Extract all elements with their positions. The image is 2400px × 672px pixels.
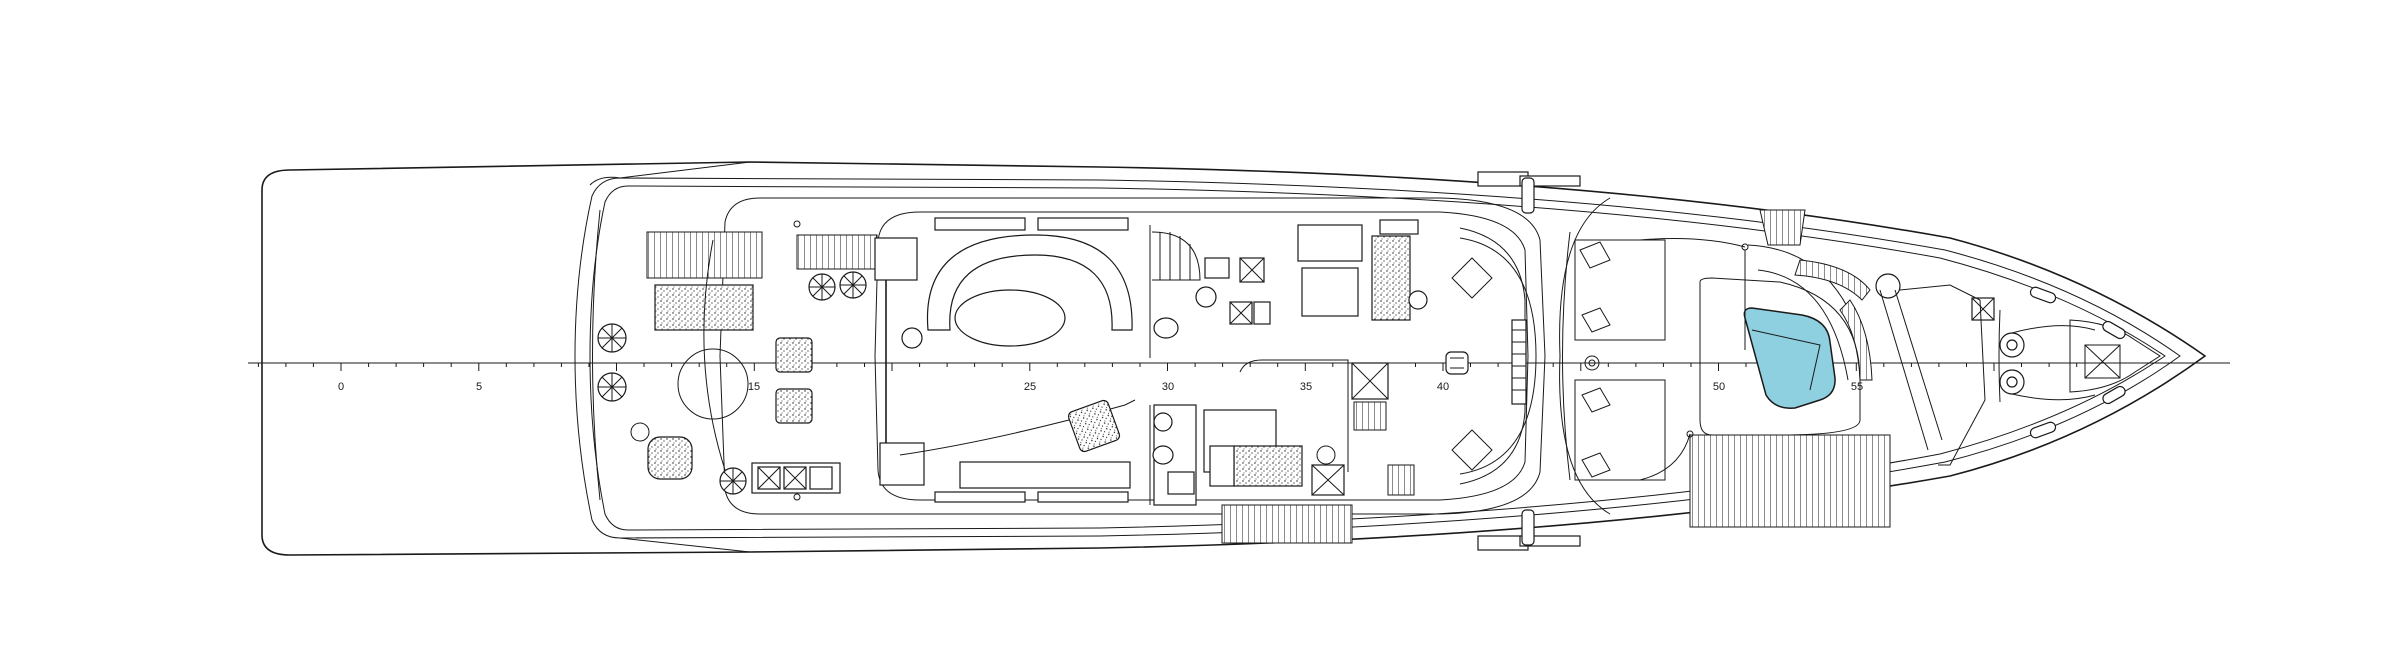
scale-label-0: 0 bbox=[338, 381, 344, 393]
armchair-icon bbox=[1067, 399, 1121, 453]
scale-label-40: 40 bbox=[1437, 381, 1449, 393]
office-room-2 bbox=[1301, 267, 1359, 317]
centerline-scale: 0 5 15 25 30 35 40 50 55 bbox=[248, 362, 2230, 393]
lounger-icon bbox=[1579, 241, 1611, 478]
side-stairs bbox=[1221, 504, 1353, 544]
bow bbox=[1998, 286, 2161, 439]
scale-label-35: 35 bbox=[1300, 381, 1312, 393]
anchor-windlass-icon bbox=[1999, 325, 2096, 401]
scale-label-25: 25 bbox=[1024, 381, 1036, 393]
scale-label-5: 5 bbox=[476, 381, 482, 393]
helm-chair-icon bbox=[1445, 351, 1469, 375]
armchair-icon bbox=[775, 337, 813, 373]
scale-label-55: 55 bbox=[1851, 381, 1863, 393]
aft-stairs-starboard bbox=[796, 234, 878, 270]
aft-round-table bbox=[677, 348, 749, 420]
foredeck bbox=[1559, 197, 1995, 528]
plant-icon bbox=[808, 273, 836, 301]
fore-deck-planking bbox=[1689, 434, 1891, 528]
scale-label-15: 15 bbox=[748, 381, 760, 393]
salon-coffee-table bbox=[954, 289, 1066, 347]
plant-icon bbox=[719, 467, 747, 495]
plant-icon bbox=[597, 372, 627, 402]
fore-stairs bbox=[1759, 209, 1806, 246]
center-rooms bbox=[1149, 219, 1428, 544]
pool-surround bbox=[1699, 277, 1861, 436]
plant-icon bbox=[839, 271, 867, 299]
armchair-icon bbox=[775, 388, 813, 424]
spiral-stairs bbox=[1151, 231, 1201, 281]
armchair-icon bbox=[647, 436, 693, 480]
wheelhouse bbox=[1445, 171, 1581, 551]
pool-water bbox=[1743, 307, 1836, 409]
salon-console bbox=[959, 461, 1131, 489]
cabin-bed bbox=[1233, 445, 1303, 487]
plant-icon bbox=[597, 323, 627, 353]
aft-deck bbox=[597, 220, 878, 501]
aft-stairs-port bbox=[646, 231, 763, 279]
scale-label-50: 50 bbox=[1713, 381, 1725, 393]
office-room-1 bbox=[1297, 224, 1363, 262]
hull-outline bbox=[261, 161, 2207, 556]
scale-label-30: 30 bbox=[1162, 381, 1174, 393]
main-salon bbox=[874, 217, 1136, 503]
salon-sofa bbox=[926, 234, 1133, 331]
